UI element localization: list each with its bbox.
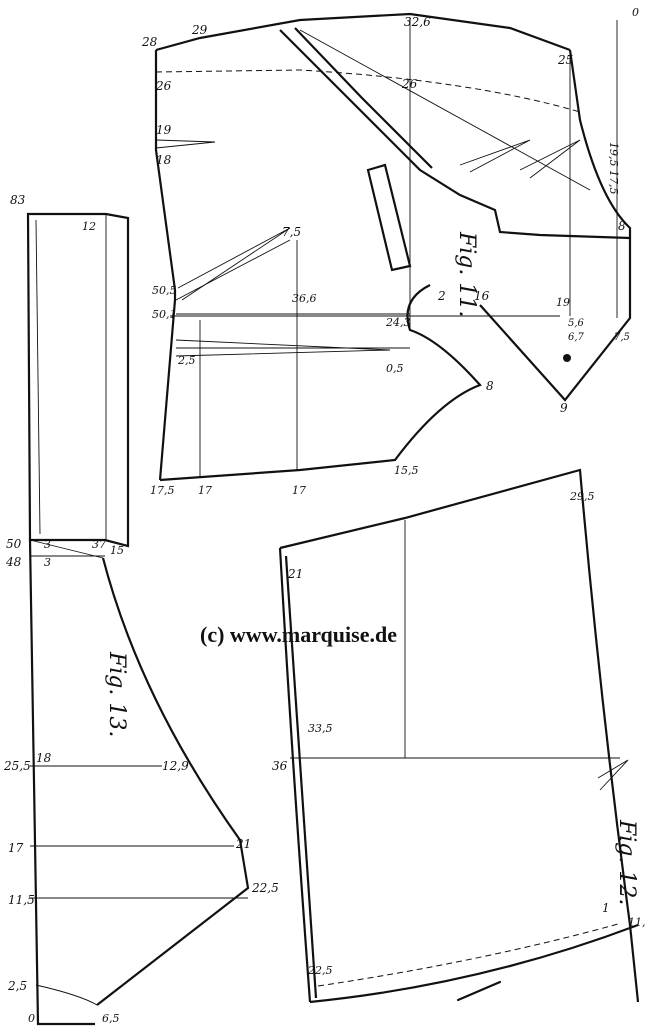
fig11-label-50: 50,5: [152, 284, 177, 297]
fig11-pattern: 28 29 32,6 25 26 26 19 18 19,5 17,5 8 7,…: [141, 12, 632, 497]
fig13-label-83: 83: [10, 193, 26, 207]
fig13-label-12: 12: [82, 220, 96, 233]
fig13-label-225: 22,5: [251, 881, 279, 895]
fig11-label-05: 0,5: [386, 362, 404, 375]
fig13-label-129: 12,9: [162, 759, 189, 773]
fig13-pattern: 83 12 50 48 3 3 37 15 Fig. 13. 18 25,5 1…: [3, 193, 279, 1026]
fig13-label-37: 37: [92, 538, 106, 551]
fig11-label-26b: 26: [401, 77, 418, 91]
fig11-label-9: 9: [560, 401, 568, 415]
fig13-label-3a: 3: [44, 538, 51, 551]
fig12-label-116: 11,6: [628, 916, 646, 929]
fig11-label-28: 28: [141, 35, 158, 49]
fig13-label-25: 2,5: [7, 979, 27, 993]
fig13-label-15: 15: [110, 544, 124, 557]
page-number: 0: [632, 6, 639, 19]
fig11-label-16: 16: [474, 289, 490, 303]
fig11-label-2: 2: [437, 289, 446, 303]
fig11-label-8b: 8: [486, 379, 494, 393]
fig11-label-26a: 26: [155, 79, 172, 93]
fig11-label-32: 32,6: [404, 15, 431, 29]
fig13-label-21: 21: [235, 837, 251, 851]
fig13-label-17: 17: [8, 841, 24, 855]
fig11-label-b175: 17,5: [150, 484, 175, 497]
fig12-title: Fig. 12.: [614, 819, 639, 905]
fig13-title: Fig. 13.: [104, 651, 129, 737]
fig11-label-19b: 19: [556, 296, 570, 309]
fig11-label-8: 8: [618, 219, 626, 233]
fig12-label-295: 29,5: [569, 490, 595, 503]
fig12-label-1: 1: [602, 901, 610, 915]
fig11-label-50b: 50,1: [152, 308, 177, 321]
fig11-label-29: 29: [191, 23, 208, 37]
watermark-text: (c) www.marquise.de: [200, 622, 397, 647]
fig13-label-3b: 3: [44, 556, 51, 569]
fig11-label-25: 2,5: [177, 354, 196, 367]
fig12-pattern: 29,5 21 33,5 36 Fig. 12. 1 11,6 22,5: [272, 468, 646, 1004]
fig13-label-65: 6,5: [102, 1012, 120, 1025]
fig13-label-115: 11,5: [8, 893, 35, 907]
fig11-label-b17b: 17: [292, 484, 306, 497]
fig11-label-b17a: 17: [198, 484, 212, 497]
fig11-label-7: 7,5: [614, 332, 630, 343]
fig11-label-366: 36,6: [292, 292, 317, 305]
fig13-label-18: 18: [36, 751, 52, 765]
fig11-label-18: 18: [156, 153, 172, 167]
fig13-label-255: 25,5: [3, 759, 31, 773]
fig11-label-75: 7,5: [282, 225, 301, 239]
fig11-label-19: 19: [156, 123, 172, 137]
fig11-label-56: 5,6: [568, 318, 585, 329]
fig11-label-67: 6,7: [568, 332, 585, 343]
fig11-label-b155: 15,5: [394, 464, 419, 477]
fig13-label-48: 48: [5, 555, 22, 569]
fig11-label-25: 25: [557, 53, 573, 67]
fig12-label-36: 36: [272, 759, 288, 773]
fig11-label-243: 24,3: [385, 316, 411, 329]
fig12-label-225: 22,5: [307, 964, 333, 977]
fig13-label-50: 50: [6, 537, 22, 551]
fig11-title: Fig. 11.: [454, 231, 479, 317]
fig11-label-195: 19,5 17,5: [607, 142, 620, 194]
fig13-label-0: 0: [28, 1012, 35, 1025]
fig12-label-335: 33,5: [308, 722, 333, 735]
fig12-label-21: 21: [287, 567, 303, 581]
